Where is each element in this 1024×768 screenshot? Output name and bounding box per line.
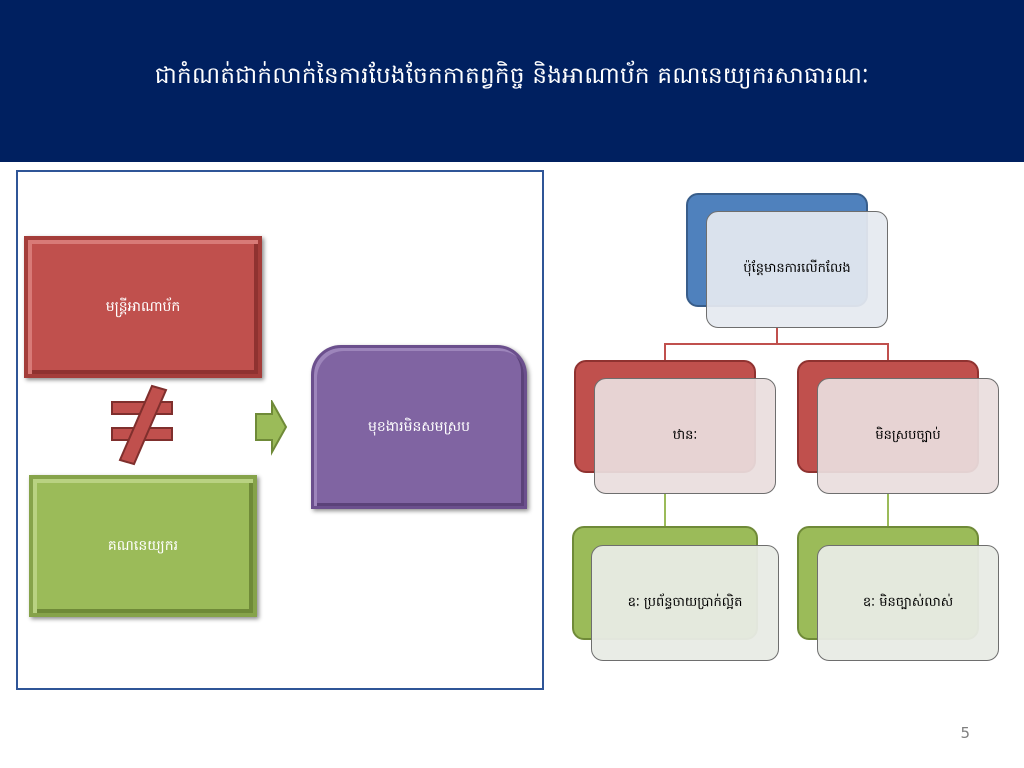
right-leaf-label: ឧៈ មិនច្បាស់លាស់ <box>862 594 954 610</box>
page-number: 5 <box>960 724 970 742</box>
incompatible-function-label: មុខងារមិនសមស្រប <box>368 418 470 435</box>
root-node-label: ប៉ុន្តែមានការលើកលែង <box>743 261 851 276</box>
accountant-label: គណនេយ្យករ <box>107 537 179 554</box>
not-equal-icon <box>111 384 173 466</box>
accountant-box: គណនេយ្យករ <box>29 475 257 617</box>
incompatible-function-box: មុខងារមិនសមស្រប <box>311 345 527 509</box>
title-banner: ជាកំណត់ជាក់លាក់នៃការបែងចែកកាតព្វកិច្ច និ… <box>0 0 1024 162</box>
left-leaf-label: ឧៈ ប្រព័ន្ធចាយប្រាក់ល្អិត <box>627 594 743 610</box>
right-branch-label: មិនស្របច្បាប់ <box>875 427 941 443</box>
root-node: ប៉ុន្តែមានការលើកលែង <box>706 211 888 328</box>
left-branch-node: ឋានៈ <box>594 378 776 494</box>
right-branch-node: មិនស្របច្បាប់ <box>817 378 999 494</box>
authorizing-officer-box: មន្ត្រីអាណាប័ក <box>24 236 262 378</box>
left-branch-label: ឋានៈ <box>672 427 698 443</box>
right-leaf-node: ឧៈ មិនច្បាស់លាស់ <box>817 545 999 661</box>
authorizing-officer-label: មន្ត្រីអាណាប័ក <box>105 298 181 315</box>
slide-title: ជាកំណត់ជាក់លាក់នៃការបែងចែកកាតព្វកិច្ច និ… <box>154 63 870 89</box>
left-leaf-node: ឧៈ ប្រព័ន្ធចាយប្រាក់ល្អិត <box>591 545 779 661</box>
right-arrow-icon <box>255 400 288 456</box>
